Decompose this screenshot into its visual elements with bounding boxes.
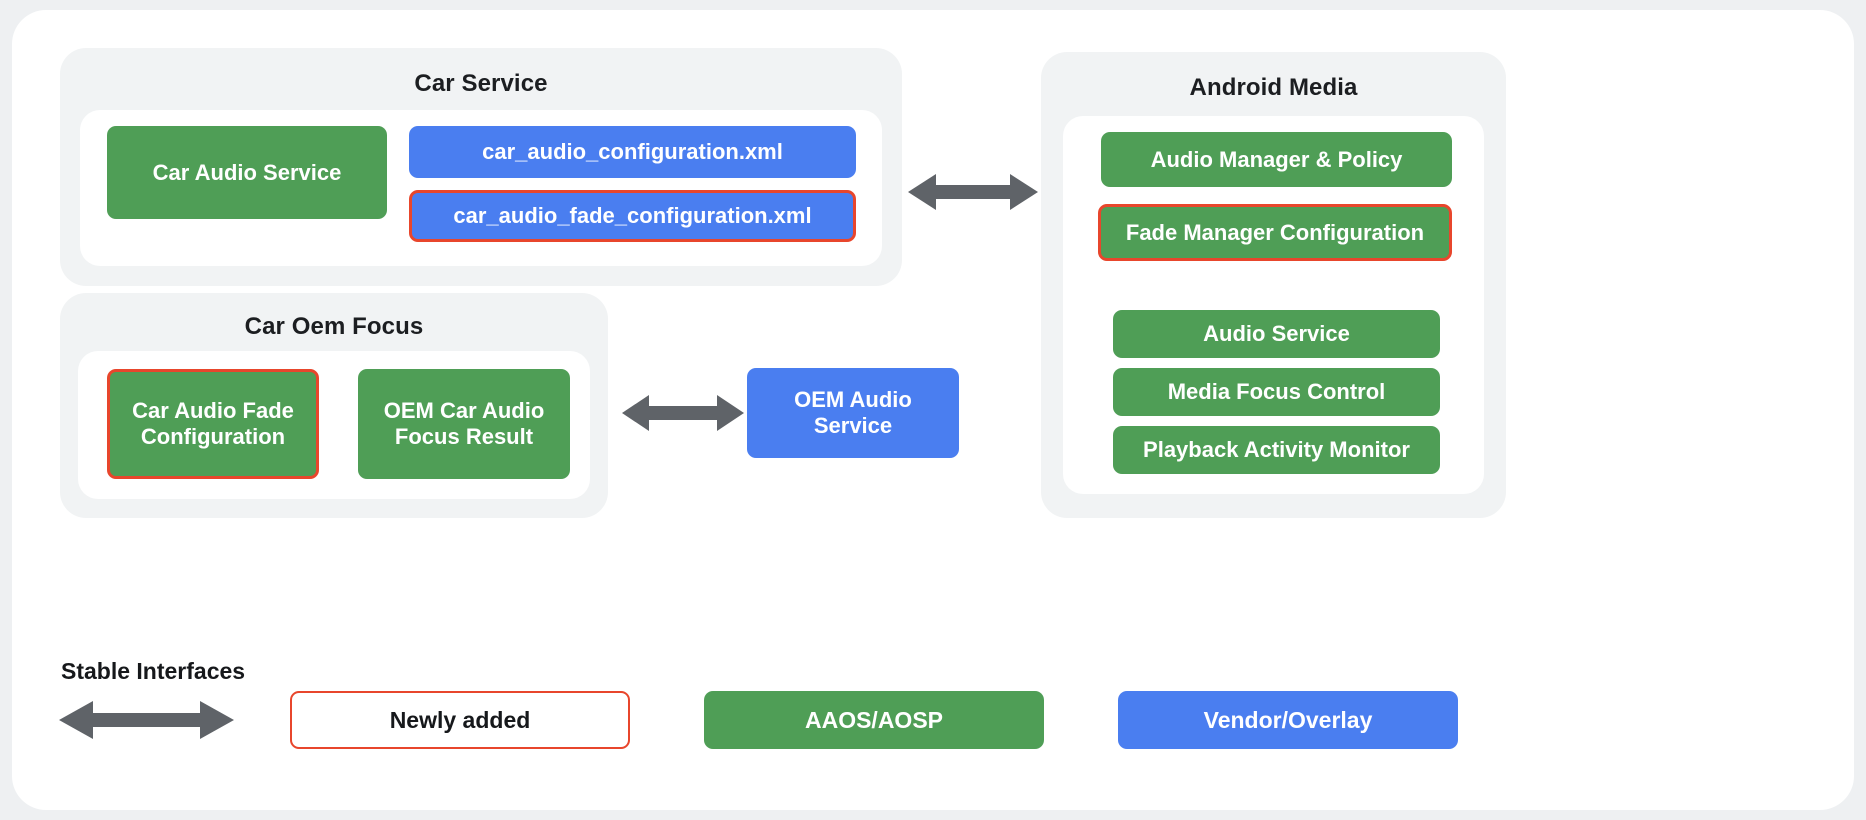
- node-car-audio-fade-configuration-xml[interactable]: car_audio_fade_configuration.xml: [409, 190, 856, 242]
- diagram-card: Car Service Car Audio Service car_audio_…: [12, 10, 1854, 810]
- group-panel-android-media: Android Media Audio Manager & Policy Fad…: [1041, 52, 1506, 518]
- legend-stable-interfaces-arrow: [59, 701, 234, 739]
- node-playback-activity-monitor[interactable]: Playback Activity Monitor: [1113, 426, 1440, 474]
- group-panel-car-oem-focus: Car Oem Focus Car Audio Fade Configurati…: [60, 293, 608, 518]
- group-title-android-media: Android Media: [1189, 74, 1358, 101]
- node-audio-service[interactable]: Audio Service: [1113, 310, 1440, 358]
- legend-vendor-overlay[interactable]: Vendor/Overlay: [1118, 691, 1458, 749]
- node-car-audio-fade-configuration[interactable]: Car Audio Fade Configuration: [107, 369, 319, 479]
- node-oem-audio-service[interactable]: OEM Audio Service: [747, 368, 959, 458]
- legend-stable-interfaces-label: Stable Interfaces: [61, 658, 246, 684]
- node-media-focus-control[interactable]: Media Focus Control: [1113, 368, 1440, 416]
- node-oem-car-audio-focus-result[interactable]: OEM Car Audio Focus Result: [358, 369, 570, 479]
- node-car-audio-service[interactable]: Car Audio Service: [107, 126, 387, 219]
- node-audio-manager-policy[interactable]: Audio Manager & Policy: [1101, 132, 1452, 187]
- legend-newly-added[interactable]: Newly added: [290, 691, 630, 749]
- node-fade-manager-configuration[interactable]: Fade Manager Configuration: [1098, 204, 1452, 261]
- arrow-car-service-to-android-media: [908, 174, 1038, 210]
- group-title-car-service: Car Service: [414, 70, 548, 97]
- group-title-car-oem-focus: Car Oem Focus: [244, 313, 424, 340]
- arrow-oem-focus-to-oem-audio-service: [622, 395, 744, 431]
- legend-aaos-aosp[interactable]: AAOS/AOSP: [704, 691, 1044, 749]
- group-panel-car-service: Car Service Car Audio Service car_audio_…: [60, 48, 902, 286]
- node-car-audio-configuration-xml[interactable]: car_audio_configuration.xml: [409, 126, 856, 178]
